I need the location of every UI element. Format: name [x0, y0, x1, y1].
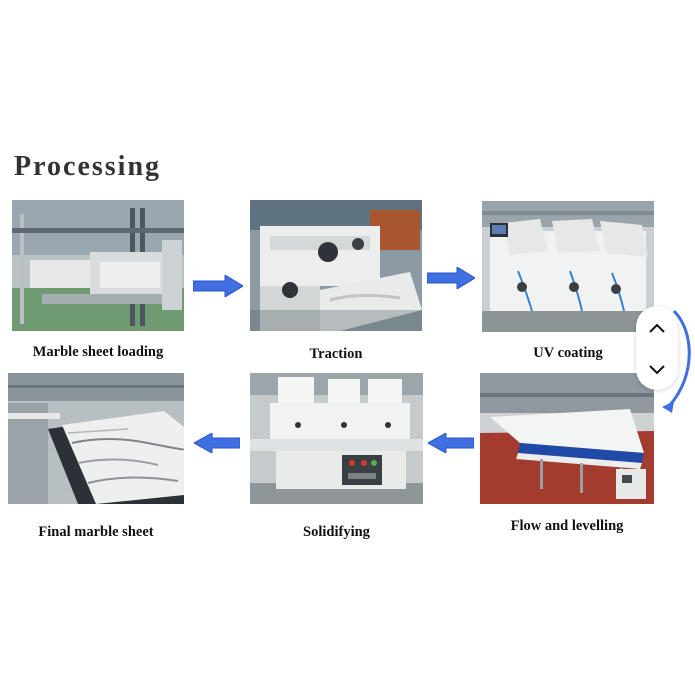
photo-traction	[250, 200, 422, 331]
photo-solidifying	[250, 373, 423, 504]
scroll-up-button[interactable]	[636, 308, 678, 348]
arrow-left-icon	[194, 433, 240, 453]
step-label: Marble sheet loading	[32, 344, 164, 360]
photo-uv-coating	[482, 201, 654, 332]
step-label: UV coating	[533, 345, 603, 361]
chevron-up-icon	[649, 323, 665, 333]
photo-final-marble-sheet	[8, 373, 184, 504]
page-title: Processing	[14, 151, 162, 182]
step-label: Flow and levelling	[510, 518, 624, 534]
curved-arrow-icon	[650, 305, 695, 420]
arrow-right-icon	[193, 275, 243, 297]
scroll-control	[636, 306, 678, 390]
photo-flow-levelling	[480, 373, 654, 504]
chevron-down-icon	[649, 365, 665, 375]
step-label: Final marble sheet	[38, 524, 154, 540]
arrow-left-icon	[428, 433, 474, 453]
scroll-down-button[interactable]	[636, 350, 678, 390]
step-label: Traction	[309, 346, 363, 362]
photo-marble-loading	[12, 200, 184, 331]
arrow-right-icon	[427, 267, 475, 289]
step-label: Solidifying	[303, 524, 370, 540]
